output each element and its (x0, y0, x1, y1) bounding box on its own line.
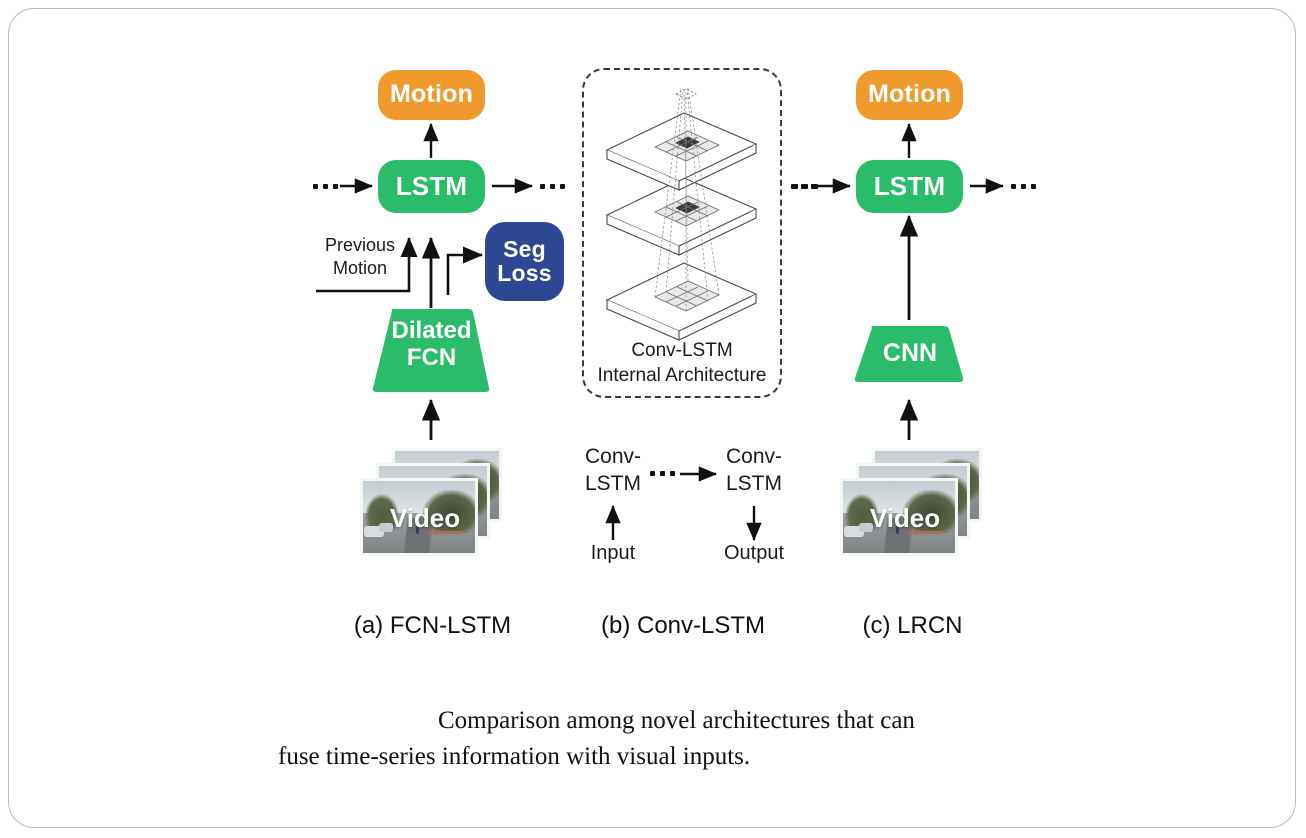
panel-c-video-stack[interactable]: Video (840, 448, 990, 556)
conv-lstm-slab-middle (605, 177, 758, 256)
panel-c-lstm-label: LSTM (873, 171, 946, 202)
panel-c-cnn-shape (854, 326, 964, 382)
panel-a-motion-label: Motion (389, 80, 474, 109)
panel-c-left-ellipsis (791, 184, 816, 189)
panel-a-dilated-fcn-label-line1: Dilated (391, 317, 472, 344)
panel-a-video-label: Video (389, 503, 461, 533)
panel-a-previous-motion-line2: Motion (332, 258, 388, 278)
panel-b-conv-lstm-cell-left[interactable]: Conv- LSTM (568, 443, 658, 497)
video-car-a (364, 525, 385, 538)
panel-b-caption: (b) Conv-LSTM (578, 612, 788, 640)
panel-a-caption: (a) FCN-LSTM (330, 612, 535, 640)
panel-a-dilated-fcn-label-line2: FCN (406, 344, 457, 372)
panel-b-caption-text: (b) Conv-LSTM (600, 612, 766, 639)
panel-a-right-ellipsis (540, 184, 565, 189)
conv-lstm-slab-top (605, 112, 758, 191)
conv-lstm-apex (675, 88, 697, 100)
video-pedestrian (415, 524, 419, 535)
figure-caption-line1: Comparison among novel architectures tha… (438, 707, 915, 734)
panel-c-cnn-label-group: CNN (855, 339, 965, 367)
panel-a-dilated-fcn-label-group: Dilated FCN (373, 317, 490, 372)
panel-c-motion-node[interactable]: Motion (856, 70, 963, 120)
panel-c-video-frame-1 (840, 478, 958, 556)
conv-lstm-internal-title-line1: Conv-LSTM (631, 340, 733, 361)
panel-a-previous-motion-label: Previous Motion (312, 234, 408, 280)
panel-b-cell-left-line2: LSTM (584, 472, 641, 495)
panel-a-caption-text: (a) FCN-LSTM (353, 612, 512, 639)
panel-a-dilated-fcn-shape (372, 309, 490, 392)
panel-b-input-label: Input (570, 542, 656, 565)
panel-c-caption: (c) LRCN (840, 612, 985, 640)
conv-lstm-slab-bottom (605, 262, 758, 341)
panel-b-cell-right-line1: Conv- (725, 445, 783, 468)
panel-a-seg-loss-branch (446, 246, 484, 295)
panel-a-video-frame-1 (360, 478, 478, 556)
video-tree-right (423, 489, 475, 533)
panel-a-left-ellipsis (313, 184, 338, 189)
video-tree-right (903, 489, 955, 533)
video-car-b (378, 522, 394, 533)
panel-a-lstm-label: LSTM (395, 171, 468, 202)
figure-caption-line2: fuse time-series information with visual… (278, 743, 751, 770)
panel-a-seg-loss-label-line1: Seg (503, 236, 546, 263)
panel-b-output-label: Output (707, 542, 801, 565)
panel-b-cell-right-line2: LSTM (725, 472, 782, 495)
panel-b-conv-lstm-cell-right[interactable]: Conv- LSTM (709, 443, 799, 497)
panel-c-caption-text: (c) LRCN (862, 612, 963, 639)
panel-a-seg-loss-label-line2: Loss (497, 259, 552, 286)
panel-c-motion-label: Motion (867, 80, 952, 109)
panel-b-middle-ellipsis (650, 471, 675, 476)
conv-lstm-internal-3d-diagram (605, 87, 758, 341)
panel-c-video-label: Video (869, 503, 941, 533)
video-pedestrian (895, 524, 899, 535)
panel-a-video-stack[interactable]: Video (360, 448, 510, 556)
figure-caption: Comparison among novel architectures tha… (278, 703, 1038, 775)
panel-b-input-text: Input (590, 542, 636, 564)
conv-lstm-receptive-field-lines (654, 87, 720, 311)
panel-b-cell-left-line1: Conv- (584, 445, 642, 468)
panel-a-previous-motion-line1: Previous (324, 235, 396, 255)
conv-lstm-internal-title-line2: Internal Architecture (597, 365, 767, 386)
panel-a-lstm-node[interactable]: LSTM (378, 160, 485, 213)
conv-lstm-internal-box (582, 68, 782, 398)
panel-c-lstm-node[interactable]: LSTM (856, 160, 963, 213)
panel-a-seg-loss-node[interactable]: Seg Loss (485, 222, 564, 301)
panel-b-output-text: Output (723, 542, 785, 564)
panel-c-right-ellipsis (1011, 184, 1036, 189)
panel-c-cnn-label: CNN (882, 339, 938, 367)
panel-a-motion-node[interactable]: Motion (378, 70, 485, 120)
conv-lstm-internal-title: Conv-LSTM Internal Architecture (590, 338, 774, 388)
video-car-a (844, 525, 865, 538)
panel-a-previous-motion-path (316, 236, 418, 293)
video-car-b (858, 522, 874, 533)
